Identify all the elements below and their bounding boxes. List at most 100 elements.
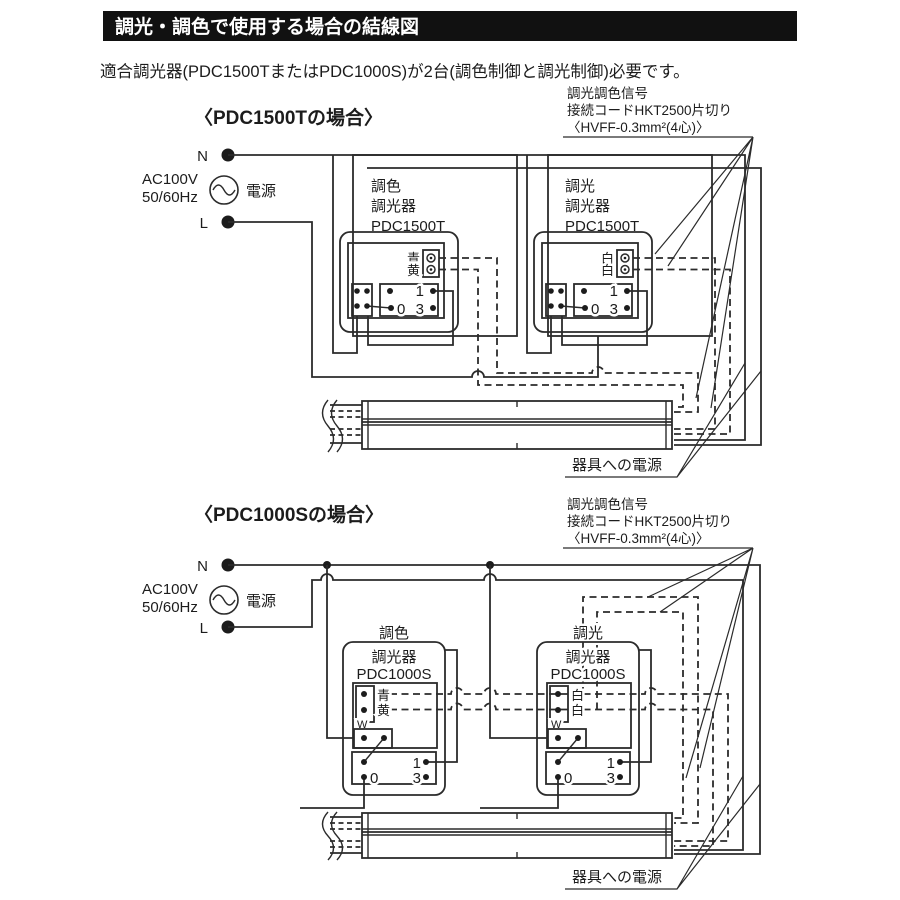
pass-through-wire <box>367 167 762 446</box>
fixture-band <box>362 828 672 836</box>
controller-panel <box>546 682 632 749</box>
fixture-power-label: 器具への電源 <box>572 869 662 886</box>
terminal-3-label: 3 <box>610 301 618 318</box>
enclosure-box <box>547 154 713 337</box>
signal-connector <box>355 685 375 723</box>
controller2-role: 調光 <box>573 625 603 642</box>
connector-dot-bottom <box>555 707 561 713</box>
terminal-dot <box>548 288 554 294</box>
fixture-pointer-lines <box>565 775 761 890</box>
fixture-seams <box>367 813 667 858</box>
terminal-0-label: 0 <box>397 301 405 318</box>
terminal-1-label: 1 <box>610 283 618 300</box>
controller-body <box>339 231 459 333</box>
fixture-power-label: 器具への電源 <box>572 457 662 474</box>
power-wires-2 <box>228 561 761 855</box>
terminal-dot <box>548 303 554 309</box>
screw-center <box>429 268 433 271</box>
light-fixture-2: 器具への電源 <box>321 775 761 890</box>
controller2-device: 調光器 <box>565 649 610 666</box>
signal-label-line1: 調光調色信号 <box>567 496 648 512</box>
ac-power-icon <box>209 175 239 205</box>
terminal-dot <box>364 288 370 294</box>
screw-center <box>623 256 627 260</box>
output0-wire-controller1 <box>300 777 365 809</box>
jumper-wires <box>363 737 579 763</box>
signal-label-line1: 調光調色信号 <box>567 85 648 101</box>
wire-label-yellow: 黄 <box>407 263 420 278</box>
output1-wire-controller1 <box>426 649 458 763</box>
wire-label-white2: 白 <box>601 263 614 278</box>
signal-wire-white1 <box>633 257 716 430</box>
sine-wave-icon <box>212 184 236 196</box>
wire-label-blue: 青 <box>407 251 420 266</box>
frequency-label: 50/60Hz <box>142 189 198 206</box>
controller2-model: PDC1000S <box>550 666 625 683</box>
signal-wire-b <box>390 702 714 847</box>
source-label: 電源 <box>246 183 276 200</box>
signal-label-line2: 接続コードHKT2500片切り <box>567 102 732 118</box>
signal-label-line2: 接続コードHKT2500片切り <box>567 513 732 529</box>
terminal-1-label: 1 <box>416 283 424 300</box>
source-label: 電源 <box>246 593 276 610</box>
pointer-lines <box>647 547 754 779</box>
cable-cut-icon <box>321 811 344 861</box>
pointer-lines <box>654 136 754 409</box>
wire-label-yellow: 黄 <box>377 703 390 718</box>
controller1-device: 調光器 <box>371 649 416 666</box>
terminal-dot <box>558 288 564 294</box>
enclosure-box <box>352 154 518 337</box>
controller1-pdc1500t: 調色 調光器 PDC1500T 青 黄 1 0 3 <box>339 154 518 337</box>
signal-connector <box>422 249 440 278</box>
terminal-dot <box>364 303 370 309</box>
n-wire <box>228 564 761 855</box>
signal-wires-2 <box>390 596 729 847</box>
terminal-1-dot <box>430 288 436 294</box>
power-source-1: N L AC100V 50/60Hz 電源 <box>140 146 279 235</box>
output-terminal-block <box>573 283 633 317</box>
terminal-1-dot <box>624 288 630 294</box>
branch-wire-controller1 <box>326 565 354 739</box>
controller-body <box>536 641 640 796</box>
input-terminal-block <box>545 283 567 317</box>
terminal-3-label: 3 <box>413 770 421 787</box>
cable-cut-icon <box>321 399 344 453</box>
signal-connector <box>616 249 634 278</box>
terminal-dot <box>387 288 393 294</box>
l-wire <box>228 573 744 851</box>
connector-dot-top <box>361 691 367 697</box>
terminal-dot <box>558 303 564 309</box>
frequency-label: 50/60Hz <box>142 599 198 616</box>
wire-label-white1: 白 <box>571 688 584 703</box>
terminal-dot <box>354 288 360 294</box>
title-bar <box>103 11 797 41</box>
diagram1-heading: 〈PDC1500Tの場合〉 <box>194 106 383 129</box>
w-terminal-block <box>353 728 393 749</box>
terminal-0-label: 0 <box>564 770 572 787</box>
connector-dot-bottom <box>361 707 367 713</box>
power-source-2: N L AC100V 50/60Hz 電源 <box>140 556 279 640</box>
feed-wire-controller2 <box>526 155 552 354</box>
signal-wire-yellow <box>439 268 684 408</box>
terminal-0-dot <box>361 774 367 780</box>
terminal-0-label: 0 <box>370 770 378 787</box>
page-subtitle: 適合調光器(PDC1500TまたはPDC1000S)が2台(調色制御と調光制御)… <box>100 62 690 81</box>
signal-connector <box>549 685 569 723</box>
screw-center <box>429 256 433 260</box>
signal-wire-c <box>582 596 699 824</box>
controller2-device: 調光器 <box>565 198 610 215</box>
signal-label-line3: 〈HVFF-0.3mm²(4心)〉 <box>567 120 710 135</box>
terminal-dot <box>581 288 587 294</box>
connector-dot-top <box>555 691 561 697</box>
terminal-3-dot <box>624 305 630 311</box>
controller-panel <box>352 682 438 749</box>
cable-stub-solid <box>330 404 362 444</box>
controller1-role: 調色 <box>379 625 409 642</box>
terminal-dot <box>354 303 360 309</box>
controller-body <box>342 641 446 796</box>
signal-label-line3: 〈HVFF-0.3mm²(4心)〉 <box>567 531 710 546</box>
light-fixture-1: 器具への電源 <box>321 362 762 478</box>
ac-power-icon <box>209 585 239 615</box>
voltage-label: AC100V <box>142 581 198 598</box>
